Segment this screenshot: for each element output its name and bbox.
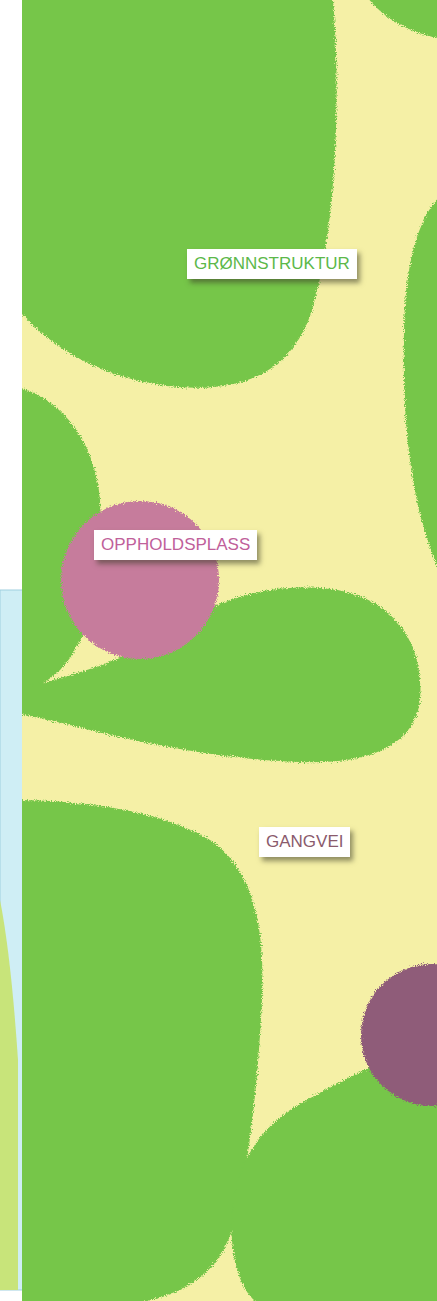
- seating-area: [61, 501, 219, 659]
- label-text: GANGVEI: [266, 832, 343, 852]
- green-area: [22, 0, 337, 388]
- label-box: OPPHOLDSPLASS: [94, 530, 257, 560]
- neighbour-panel: [0, 590, 24, 1290]
- seating-area: [361, 964, 437, 1106]
- label-text: OPPHOLDSPLASS: [101, 535, 250, 555]
- green-area: [404, 190, 437, 585]
- label-text: GRØNNSTRUKTUR: [194, 254, 350, 274]
- green-area: [362, 0, 437, 40]
- green-area: [22, 800, 262, 1301]
- label-box: GANGVEI: [259, 827, 350, 857]
- neighbour-green: [0, 900, 18, 1290]
- label-box: GRØNNSTRUKTUR: [187, 249, 357, 279]
